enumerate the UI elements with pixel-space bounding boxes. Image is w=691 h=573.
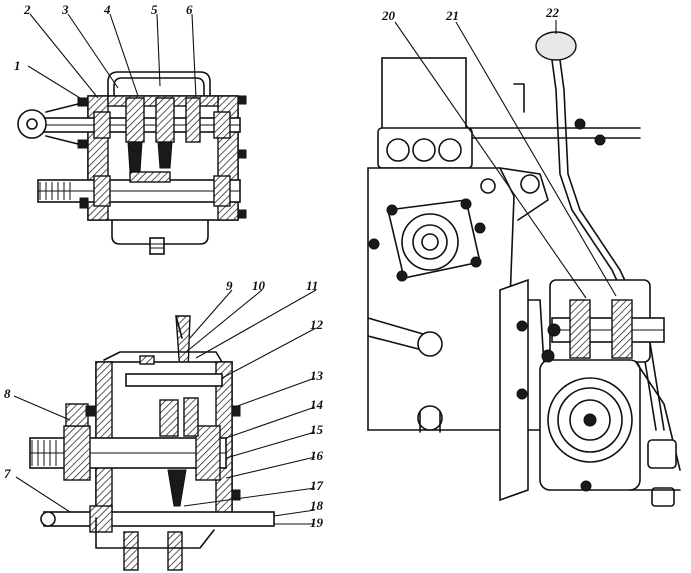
callout-8: 8 xyxy=(4,386,11,401)
leader-lines xyxy=(13,13,617,525)
callout-18: 18 xyxy=(310,498,324,513)
callout-3: 3 xyxy=(61,2,69,17)
callout-7: 7 xyxy=(4,466,11,481)
callout-10: 10 xyxy=(252,278,266,293)
callout-2: 2 xyxy=(23,2,31,17)
callout-21: 21 xyxy=(445,8,459,23)
callout-6: 6 xyxy=(186,2,193,17)
callout-4: 4 xyxy=(103,2,111,17)
callout-1: 1 xyxy=(14,58,21,73)
callout-17: 17 xyxy=(310,478,324,493)
right-assembly xyxy=(367,31,681,507)
callout-5: 5 xyxy=(151,2,158,17)
callout-16: 16 xyxy=(310,448,324,463)
callout-labels: 1 2 3 4 5 6 7 8 9 10 11 12 13 14 15 16 1… xyxy=(4,2,560,530)
callout-19: 19 xyxy=(310,515,324,530)
callout-11: 11 xyxy=(306,278,318,293)
callout-20: 20 xyxy=(381,8,396,23)
callout-14: 14 xyxy=(310,397,324,412)
bottom-left-gearbox-section xyxy=(29,315,275,571)
callout-12: 12 xyxy=(310,317,324,332)
callout-22: 22 xyxy=(545,5,560,20)
callout-13: 13 xyxy=(310,368,324,383)
top-left-gearbox-section xyxy=(17,71,247,255)
callout-9: 9 xyxy=(226,278,233,293)
callout-15: 15 xyxy=(310,422,324,437)
